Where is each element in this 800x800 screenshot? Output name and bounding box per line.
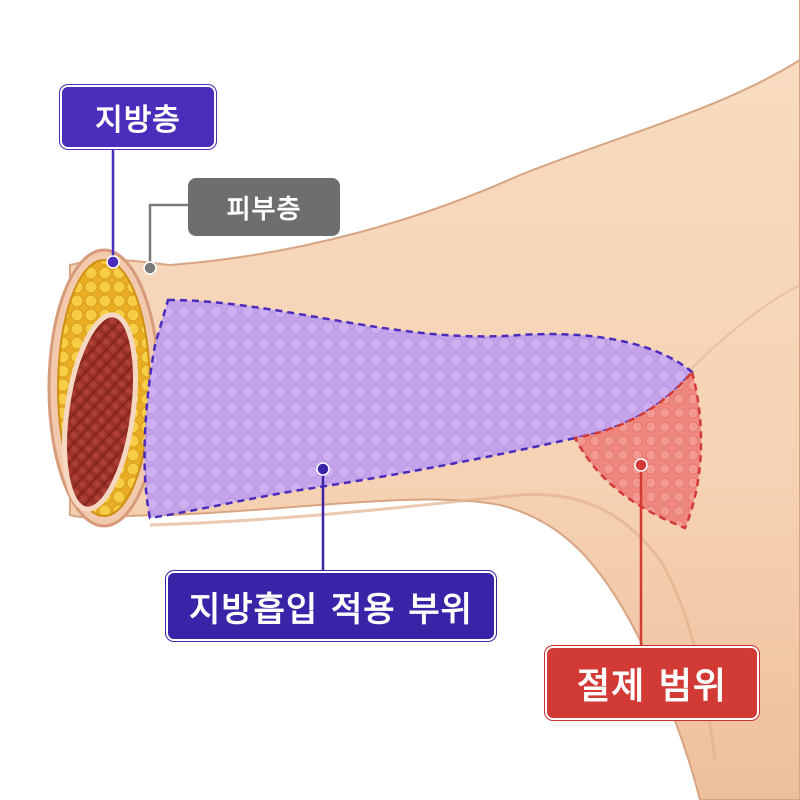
excision-marker [634,458,648,472]
fat-layer-label: 지방층 [60,85,216,149]
excision-area-label: 절제 범위 [545,646,759,720]
arm-underside-contour [149,492,717,761]
skin-layer-marker [143,261,157,275]
fat-layer-marker [106,255,120,269]
liposuction-marker [316,462,330,476]
shoulder-contour [689,284,800,371]
liposuction-area [143,298,694,520]
skin-layer-label: 피부층 [188,178,340,236]
skin-layer-leader [148,203,188,268]
liposuction-area-label: 지방흡입 적용 부위 [166,571,496,641]
cross-section-muscle [62,312,138,512]
excision-area [573,369,703,530]
